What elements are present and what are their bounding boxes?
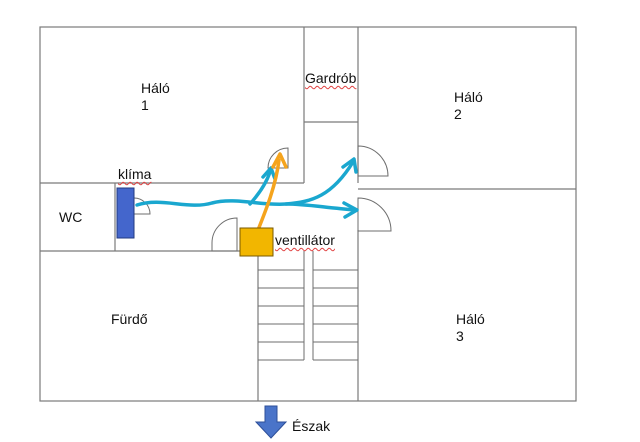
room-halo-2: Háló 2 xyxy=(454,89,483,123)
compass-label-text: Észak xyxy=(292,418,331,434)
outer-wall xyxy=(39,26,577,402)
room-furdo-label: Fürdő xyxy=(111,311,148,327)
arrow-down-icon xyxy=(254,405,288,439)
room-halo-3-number: 3 xyxy=(456,328,464,344)
ventillator-label: ventillátor xyxy=(275,232,335,249)
klima-unit xyxy=(116,187,135,239)
klima-label: klíma xyxy=(118,166,151,183)
room-halo-3: Háló 3 xyxy=(456,311,485,345)
staircase xyxy=(258,251,358,361)
room-wc-label: WC xyxy=(59,209,83,225)
room-halo-2-name: Háló xyxy=(454,89,483,105)
ventillator-label-text: ventillátor xyxy=(275,232,335,248)
klima-label-text: klíma xyxy=(118,166,152,182)
room-wc: WC xyxy=(59,209,82,226)
room-halo-1: Háló 1 xyxy=(141,80,170,114)
room-gardrob-label: Gardrób xyxy=(305,70,357,86)
airflow-orange xyxy=(256,152,288,232)
room-gardrob: Gardrób xyxy=(305,70,356,87)
ventillator-unit xyxy=(239,227,274,257)
room-halo-1-name: Háló xyxy=(141,80,170,96)
room-halo-1-number: 1 xyxy=(141,97,149,113)
room-furdo: Fürdő xyxy=(111,311,148,328)
room-halo-3-name: Háló xyxy=(456,311,485,327)
compass-label: Észak xyxy=(292,418,330,435)
airflow-cyan xyxy=(135,157,359,219)
room-halo-2-number: 2 xyxy=(454,106,462,122)
